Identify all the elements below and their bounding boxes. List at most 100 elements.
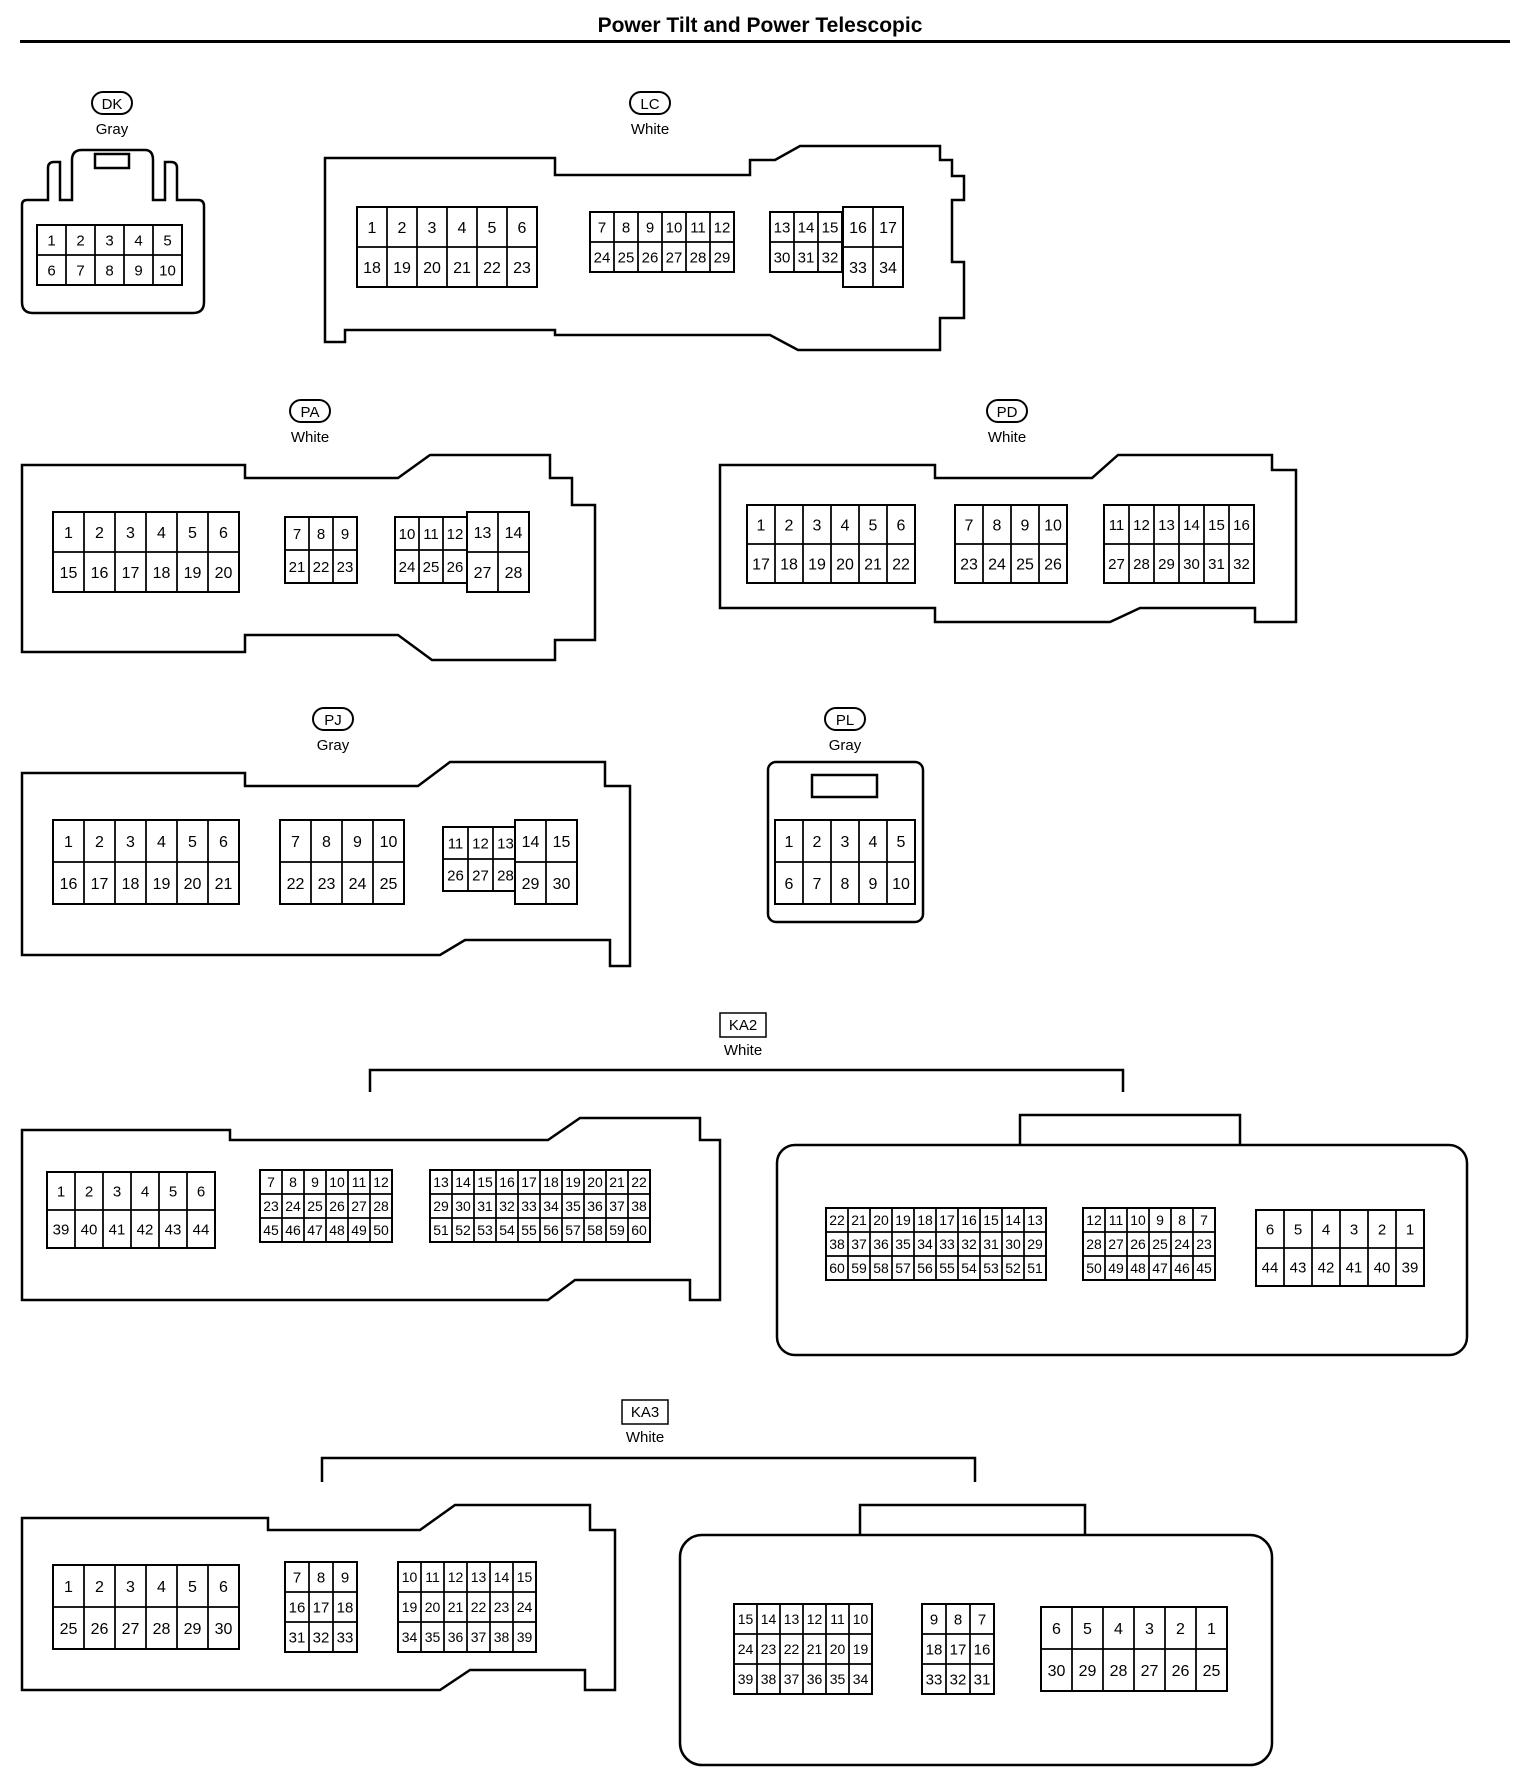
pin-number: 8 <box>322 834 331 851</box>
pin-number: 44 <box>1262 1259 1279 1276</box>
pin-cell <box>1195 1648 1228 1692</box>
pin-number: 6 <box>219 525 228 542</box>
pin-number: 5 <box>188 1579 197 1596</box>
pin-number: 30 <box>1048 1663 1066 1680</box>
pin-number: 27 <box>472 867 489 884</box>
pin-number: 45 <box>263 1222 279 1238</box>
pin-cell <box>1228 543 1255 584</box>
pin-number: 27 <box>1108 556 1125 573</box>
pin-number: 35 <box>565 1198 581 1214</box>
pin-number: 45 <box>1196 1260 1212 1276</box>
pin-number: 8 <box>317 526 325 543</box>
pin-number: 5 <box>869 517 878 534</box>
pin-number: 10 <box>329 1174 345 1190</box>
pin-number: 13 <box>474 525 492 542</box>
pd-housing <box>718 453 1298 624</box>
pin-number: 49 <box>1108 1260 1124 1276</box>
pin-number: 20 <box>587 1174 603 1190</box>
pin-number: 33 <box>849 260 867 277</box>
pin-number: 46 <box>285 1222 301 1238</box>
pin-number: 34 <box>402 1629 418 1645</box>
pin-number: 2 <box>85 1183 93 1200</box>
pin-number: 32 <box>313 1629 330 1646</box>
pin-number: 24 <box>285 1198 301 1214</box>
connector-id: PD <box>997 404 1018 421</box>
pin-number: 4 <box>1114 1621 1123 1638</box>
pin-number: 52 <box>455 1222 471 1238</box>
pin-number: 15 <box>553 834 571 851</box>
pin-number: 25 <box>1152 1236 1168 1252</box>
pin-number: 18 <box>122 876 140 893</box>
pin-number: 37 <box>784 1671 800 1687</box>
pin-number: 48 <box>1130 1260 1146 1276</box>
pin-number: 1 <box>47 232 55 249</box>
pin-number: 1 <box>64 834 73 851</box>
pin-cell <box>1023 1255 1047 1281</box>
pin-number: 1 <box>64 1579 73 1596</box>
pin-number: 31 <box>798 249 815 266</box>
pin-number: 4 <box>869 834 878 851</box>
pin-number: 11 <box>423 526 439 543</box>
connector-id: PL <box>836 712 854 729</box>
pin-number: 16 <box>91 565 109 582</box>
pin-number: 24 <box>349 876 367 893</box>
pin-cell <box>886 543 916 584</box>
pin-number: 5 <box>1294 1221 1302 1238</box>
pin-cell <box>1038 543 1068 584</box>
pin-number: 5 <box>488 220 497 237</box>
ka3-bracket <box>320 1456 977 1482</box>
pin-number: 55 <box>939 1260 955 1276</box>
pin-number: 7 <box>291 834 300 851</box>
pin-number: 10 <box>399 526 416 543</box>
pin-cell <box>152 254 183 286</box>
pin-number: 35 <box>895 1236 911 1252</box>
pin-number: 31 <box>1208 556 1225 573</box>
pin-number: 41 <box>109 1221 126 1238</box>
pin-number: 28 <box>497 867 514 884</box>
pin-number: 10 <box>666 219 683 236</box>
connector-id: PA <box>301 404 320 421</box>
pin-cell <box>872 246 904 288</box>
pin-number: 34 <box>917 1236 933 1252</box>
pin-number: 32 <box>822 249 839 266</box>
dk-housing <box>20 148 206 315</box>
pin-number: 23 <box>513 260 531 277</box>
pin-number: 27 <box>1141 1663 1159 1680</box>
connector-color: White <box>626 1429 664 1446</box>
pin-number: 8 <box>954 1611 962 1628</box>
pin-number: 22 <box>287 876 305 893</box>
pin-number: 1 <box>64 525 73 542</box>
pin-number: 28 <box>153 1621 171 1638</box>
pin-number: 28 <box>373 1198 389 1214</box>
pin-number: 10 <box>402 1569 418 1585</box>
pin-number: 17 <box>939 1212 955 1228</box>
pin-number: 35 <box>830 1671 846 1687</box>
dk-latch <box>93 152 131 170</box>
pin-number: 6 <box>47 262 55 279</box>
pin-number: 12 <box>472 835 489 852</box>
pin-number: 17 <box>879 220 897 237</box>
pin-number: 19 <box>853 1641 869 1657</box>
pin-number: 33 <box>939 1236 955 1252</box>
pin-number: 11 <box>352 1174 367 1190</box>
pin-number: 28 <box>1110 1663 1128 1680</box>
pin-number: 39 <box>517 1629 533 1645</box>
pin-number: 40 <box>1374 1259 1391 1276</box>
pin-number: 26 <box>1130 1236 1146 1252</box>
pin-number: 16 <box>499 1174 515 1190</box>
pin-number: 23 <box>1196 1236 1212 1252</box>
pin-cell <box>512 1621 537 1653</box>
